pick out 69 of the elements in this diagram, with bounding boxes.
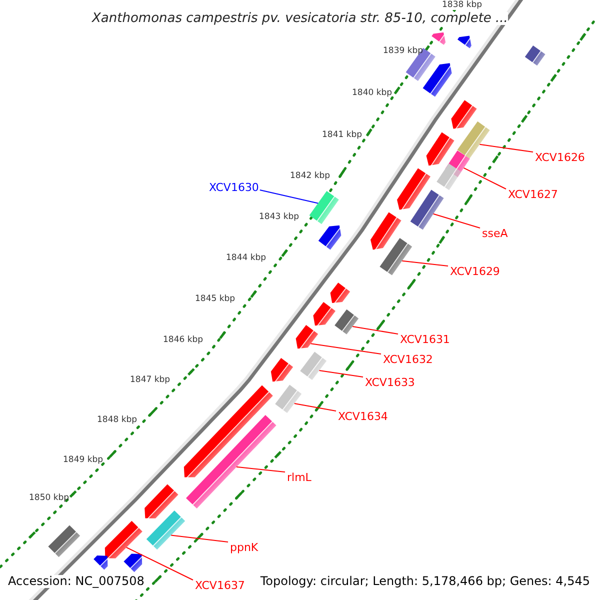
- gene-label: XCV1633: [365, 376, 415, 389]
- gene-pentagon: [313, 302, 336, 326]
- scale-label: 1849 kbp: [63, 455, 104, 465]
- gene-bar: [309, 191, 339, 224]
- gene-pentagon: [397, 168, 430, 210]
- gene-label: XCV1626: [535, 151, 585, 164]
- gene-pentagon: [296, 325, 318, 349]
- accession-text: Accession: NC_007508: [8, 575, 144, 588]
- leader-line: [236, 466, 286, 472]
- gene-bar: [524, 46, 546, 66]
- gene-label: XCV1637: [195, 579, 245, 592]
- leader-line: [310, 343, 382, 354]
- gene-bar: [410, 190, 444, 230]
- gene-pentagon: [330, 282, 350, 303]
- leader-line: [126, 546, 194, 580]
- gene-bar: [48, 525, 80, 558]
- gene-label: ppnK: [230, 541, 258, 554]
- scale-label: 1844 kbp: [226, 253, 266, 263]
- gene-pentagon: [270, 358, 294, 382]
- leader-line: [259, 190, 318, 204]
- gene-label: XCV1632: [383, 353, 433, 366]
- gene-label: sseA: [482, 227, 508, 240]
- gene-bar: [334, 309, 359, 334]
- gene-pentagon: [458, 36, 472, 48]
- leader-line: [352, 326, 398, 334]
- gene-label: rlmL: [287, 471, 312, 484]
- scale-label: 1846 kbp: [163, 335, 204, 345]
- scale-label: 1843 kbp: [259, 212, 300, 222]
- scale-label: 1838 kbp: [440, 0, 484, 10]
- scale-label: 1848 kbp: [97, 415, 138, 425]
- gene-pentagon: [422, 63, 452, 97]
- gene-bar: [300, 352, 327, 380]
- scale-label: 1845 kbp: [195, 294, 236, 304]
- scale-label: 1850 kbp: [29, 493, 70, 503]
- gene-bar: [406, 48, 436, 81]
- leader-line: [294, 403, 336, 412]
- gene-label: XCV1629: [450, 265, 500, 278]
- gene-pentagon: [432, 32, 446, 45]
- gene-pentagon: [426, 132, 454, 166]
- leader-line: [402, 260, 448, 266]
- gene-pentagon: [124, 554, 142, 572]
- leader-line: [318, 370, 364, 378]
- gene-label: XCV1630: [209, 181, 259, 194]
- gene-pentagon: [370, 212, 402, 250]
- scale-label: 1847 kbp: [130, 375, 170, 385]
- topology-text: Topology: circular; Length: 5,178,466 bp; Genes: 4,545: [260, 575, 590, 588]
- scale-label: 1839 kbp: [383, 46, 424, 56]
- gene-label: XCV1627: [508, 188, 558, 201]
- gene-label: XCV1634: [338, 410, 388, 423]
- leader-line: [432, 213, 480, 228]
- gene-pentagon: [144, 484, 178, 518]
- leader-line: [170, 534, 228, 542]
- leader-line: [463, 167, 506, 190]
- gene-pentagon: [94, 556, 108, 570]
- title: Xanthomonas campestris pv. vesicatoria str. 85-10, complete ...: [92, 12, 508, 25]
- leader-line: [479, 144, 534, 152]
- gene-bar: [436, 164, 462, 190]
- gene-label: XCV1631: [400, 333, 450, 346]
- gene-bar: [146, 510, 186, 550]
- scale-label: 1840 kbp: [352, 88, 392, 98]
- gene-bar: [275, 384, 302, 413]
- gene-bar: [457, 121, 490, 159]
- gene-pentagon: [451, 100, 477, 129]
- gene-bar: [380, 238, 412, 276]
- gene-bar: [186, 415, 276, 508]
- scale-label: 1841 kbp: [322, 130, 362, 140]
- gene-pentagon: [184, 385, 273, 478]
- gene-pentagon: [318, 225, 342, 250]
- scale-label: 1842 kbp: [290, 171, 330, 181]
